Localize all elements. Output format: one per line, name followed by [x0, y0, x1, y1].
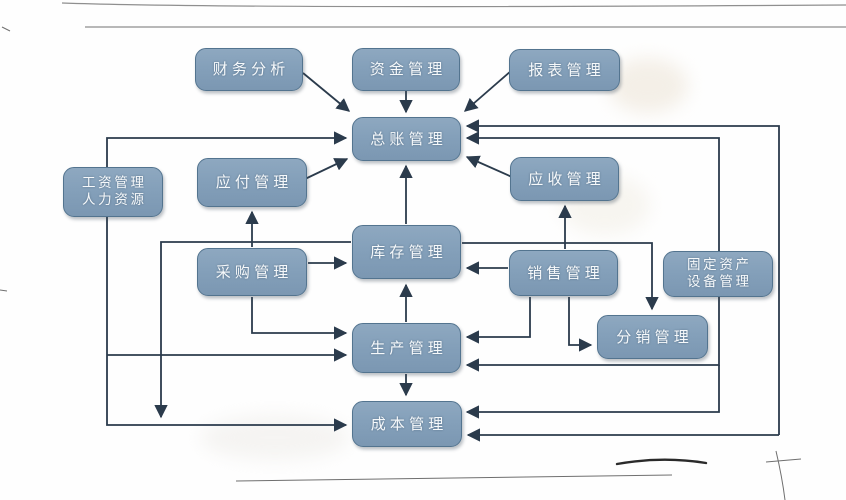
margin-tick-top-left [1, 26, 11, 32]
node-fixed-assets: 固定资产 设备管理 [663, 251, 773, 297]
edge-finance-analysis-to-general-ledger [302, 72, 351, 112]
node-label: 采购管理 [215, 262, 293, 281]
node-payroll-hr: 工资管理 人力资源 [63, 167, 163, 217]
node-label: 报表管理 [528, 60, 605, 79]
edge-payroll-to-cost [106, 217, 348, 432]
node-label: 人力资源 [81, 192, 147, 208]
edge-fixed-assets-to-general-ledger [465, 131, 720, 251]
annotation-dash-bottom [615, 458, 708, 466]
edge-accounts-receivable-to-general-ledger [465, 155, 513, 178]
node-accounts-receivable: 应收管理 [510, 157, 619, 201]
node-funds: 资金管理 [352, 48, 460, 91]
node-label: 资金管理 [369, 60, 447, 79]
edge-fixed-assets-to-cost [465, 365, 720, 419]
annotation-stroke-bottom-right [775, 450, 786, 500]
edge-reports-to-general-ledger [463, 70, 512, 112]
page-rule-line-top [61, 2, 846, 8]
node-label: 财务分析 [212, 60, 290, 79]
margin-tick-left [0, 289, 8, 292]
annotation-underline-bottom [235, 474, 673, 482]
edge-purchasing-to-production [251, 297, 348, 340]
node-distribution: 分销管理 [597, 315, 708, 359]
node-cost: 成本管理 [352, 401, 462, 447]
edge-payroll-to-general-ledger [106, 131, 348, 167]
node-accounts-payable: 应付管理 [197, 158, 307, 207]
node-finance-analysis: 财务分析 [195, 48, 303, 91]
node-label: 分销管理 [616, 327, 693, 346]
edge-accounts-payable-to-general-ledger [304, 158, 349, 180]
node-label: 固定资产 [686, 257, 752, 274]
node-general-ledger: 总账管理 [352, 117, 461, 161]
node-label: 应付管理 [215, 173, 293, 192]
node-label: 生产管理 [370, 338, 447, 357]
node-label: 库存管理 [370, 242, 447, 261]
node-label: 设备管理 [686, 274, 752, 290]
node-sales: 销售管理 [509, 250, 618, 296]
edge-cost-to-general-ledger-loop [465, 119, 780, 435]
annotation-tick-bottom-right [765, 458, 802, 463]
edge-inventory-to-distribution [462, 242, 659, 311]
node-inventory: 库存管理 [352, 225, 461, 279]
node-label: 工资管理 [81, 175, 147, 192]
node-label: 应收管理 [528, 169, 605, 188]
node-production: 生产管理 [352, 323, 461, 373]
node-label: 总账管理 [370, 129, 447, 148]
node-reports: 报表管理 [509, 49, 620, 91]
edge-inventory-to-cost [154, 241, 351, 419]
node-label: 销售管理 [527, 263, 604, 282]
node-purchasing: 采购管理 [197, 248, 307, 296]
node-label: 成本管理 [370, 414, 448, 433]
edge-sales-to-production [465, 297, 531, 344]
edge-sales-to-distribution [568, 297, 593, 352]
